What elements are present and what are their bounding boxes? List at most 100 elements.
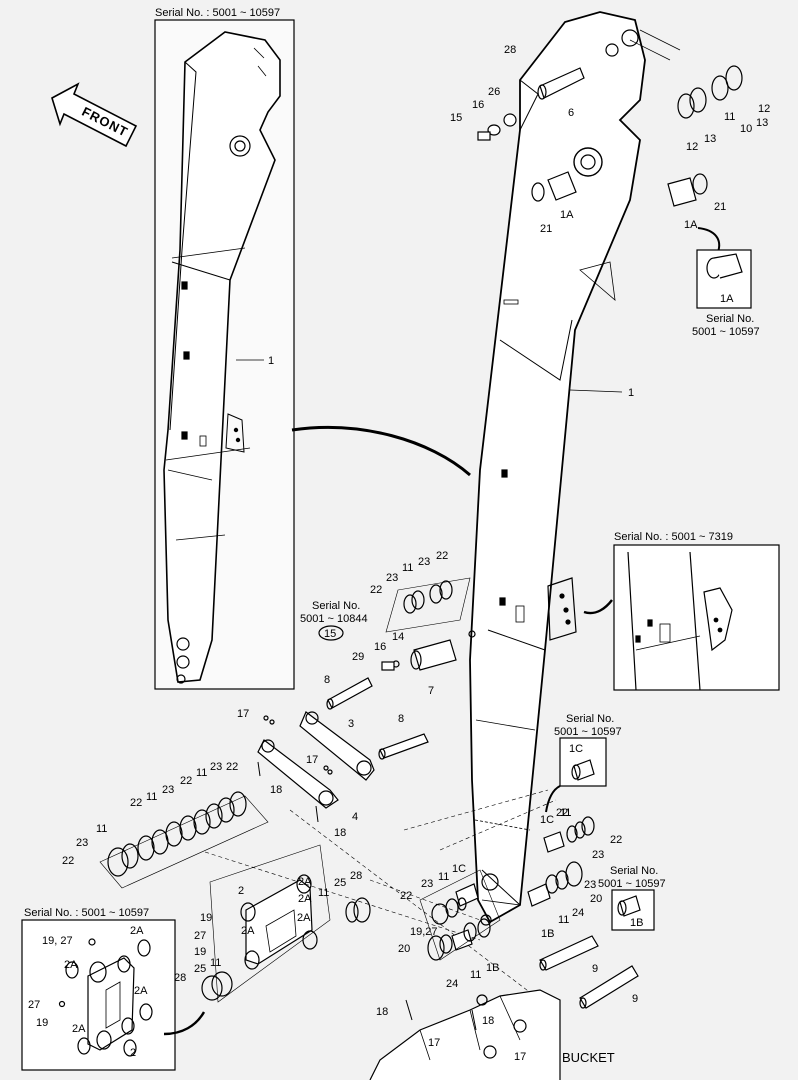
callout-c85: 19, 27	[42, 935, 73, 947]
callout-c7: 6	[568, 107, 574, 119]
note-15-part: 15	[324, 628, 336, 640]
callout-c86: 2A	[130, 925, 144, 937]
callout-c13: 13	[756, 117, 768, 129]
callout-c38: 11	[196, 767, 207, 779]
callout-c43: 22	[62, 855, 74, 867]
center-link-box	[201, 844, 371, 1003]
callout-c35: 22	[226, 761, 238, 773]
callout-c19: 23	[386, 572, 398, 584]
callout-c78: 11	[210, 957, 221, 969]
box-1c-caption-2: 5001 ~ 10597	[554, 726, 622, 738]
callout-c67: 2A	[298, 893, 312, 905]
callout-c64: 1B	[486, 962, 499, 974]
callout-c50: 22	[610, 834, 622, 846]
right-ring-group	[419, 816, 595, 961]
callout-c23: 14	[392, 631, 404, 643]
callout-c66: 2A	[298, 876, 312, 888]
callout-c30: 8	[398, 713, 404, 725]
callout-c70: 19	[194, 946, 206, 958]
callout-c17: 1A	[684, 219, 698, 231]
bracket-inset-caption: Serial No. : 5001 ~ 7319	[614, 531, 733, 543]
callout-c21: 23	[418, 556, 430, 568]
callout-c4: 26	[488, 86, 500, 98]
callout-c60: 19,27	[410, 926, 438, 938]
callout-c27: 8	[324, 674, 330, 686]
callout-c52: 20	[590, 893, 602, 905]
callout-c2: 1	[628, 387, 634, 399]
callout-c32: 18	[270, 784, 282, 796]
callout-c44: 11	[96, 823, 107, 835]
pins-9	[539, 935, 639, 1009]
callout-c81: 18	[376, 1006, 388, 1018]
callout-c39: 23	[162, 784, 174, 796]
callout-c24: 16	[374, 641, 386, 653]
callout-c84: 17	[514, 1051, 526, 1063]
callout-c57: 11	[438, 871, 449, 883]
callout-c12: 13	[704, 133, 716, 145]
left-ring-stack	[99, 791, 269, 889]
box-1b-part: 1B	[630, 917, 643, 929]
callout-c45: 22	[556, 807, 568, 819]
box-1c-part: 1C	[569, 743, 583, 755]
callout-c68: 19	[200, 912, 212, 924]
callout-c48: 1C	[540, 814, 554, 826]
callout-c90: 19	[36, 1017, 48, 1029]
callout-c89: 27	[28, 999, 40, 1011]
link-inset-caption: Serial No. : 5001 ~ 10597	[24, 907, 149, 919]
callout-c6: 15	[450, 112, 462, 124]
note-15: Serial No. 5001 ~ 10844 15	[300, 600, 368, 641]
upper-ring-group	[381, 577, 476, 671]
callout-c54: 11	[558, 914, 569, 926]
arm-inset: Serial No. : 5001 ~ 10597	[154, 7, 295, 690]
callout-c59: 22	[400, 890, 412, 902]
callout-c75: 11	[318, 887, 329, 899]
callout-c40: 22	[130, 797, 142, 809]
callout-c20: 11	[402, 562, 413, 574]
box-1a-part: 1A	[720, 293, 734, 305]
callout-c73: 25	[334, 877, 346, 889]
arm-inset-caption: Serial No. : 5001 ~ 10597	[155, 7, 280, 19]
callout-c80: 9	[632, 993, 638, 1005]
main-arm	[469, 11, 646, 926]
bucket-label: BUCKET	[562, 1050, 615, 1065]
callout-c49: 11	[560, 807, 571, 819]
callout-c77: 25	[194, 963, 206, 975]
callout-c22: 22	[436, 550, 448, 562]
callout-c14: 21	[540, 223, 552, 235]
callout-c76: 28	[174, 972, 186, 984]
box-1c: Serial No. 5001 ~ 10597 1C	[554, 713, 622, 787]
callout-c41: 11	[146, 791, 157, 803]
callout-c62: 24	[446, 978, 458, 990]
callout-c58: 23	[421, 878, 433, 890]
link-inset: Serial No. : 5001 ~ 10597	[21, 907, 176, 1071]
callout-c42: 23	[76, 837, 88, 849]
top-pin-group	[477, 65, 743, 207]
callout-c36: 23	[210, 761, 222, 773]
callout-c15: 1A	[560, 209, 574, 221]
callout-c55: 1B	[541, 928, 554, 940]
callout-c51: 23	[584, 879, 596, 891]
callout-c69: 27	[194, 930, 206, 942]
callout-c56: 1C	[452, 863, 466, 875]
box-1b-caption-1: Serial No.	[610, 865, 658, 877]
note-15-line1: Serial No.	[312, 600, 360, 612]
callout-c16: 21	[714, 201, 726, 213]
front-arrow-icon: FRONT	[51, 82, 138, 148]
callout-c83: 17	[428, 1037, 440, 1049]
callout-c63: 11	[470, 969, 481, 981]
box-1b-caption-2: 5001 ~ 10597	[598, 878, 666, 890]
callout-c61: 20	[398, 943, 410, 955]
bucket	[369, 989, 561, 1080]
callout-c88: 2A	[134, 985, 148, 997]
box-1c-caption-1: Serial No.	[566, 713, 614, 725]
callout-c37: 22	[180, 775, 192, 787]
callout-c33: 4	[352, 811, 358, 823]
box-1a-caption-2: 5001 ~ 10597	[692, 326, 760, 338]
callout-c1: 1	[268, 355, 274, 367]
callout-c92: 2	[130, 1047, 136, 1059]
callout-c31: 17	[306, 754, 318, 766]
callout-c74: 28	[350, 870, 362, 882]
callout-c8: 11	[724, 111, 735, 123]
callout-c46: 23	[592, 849, 604, 861]
callout-c11: 12	[686, 141, 698, 153]
